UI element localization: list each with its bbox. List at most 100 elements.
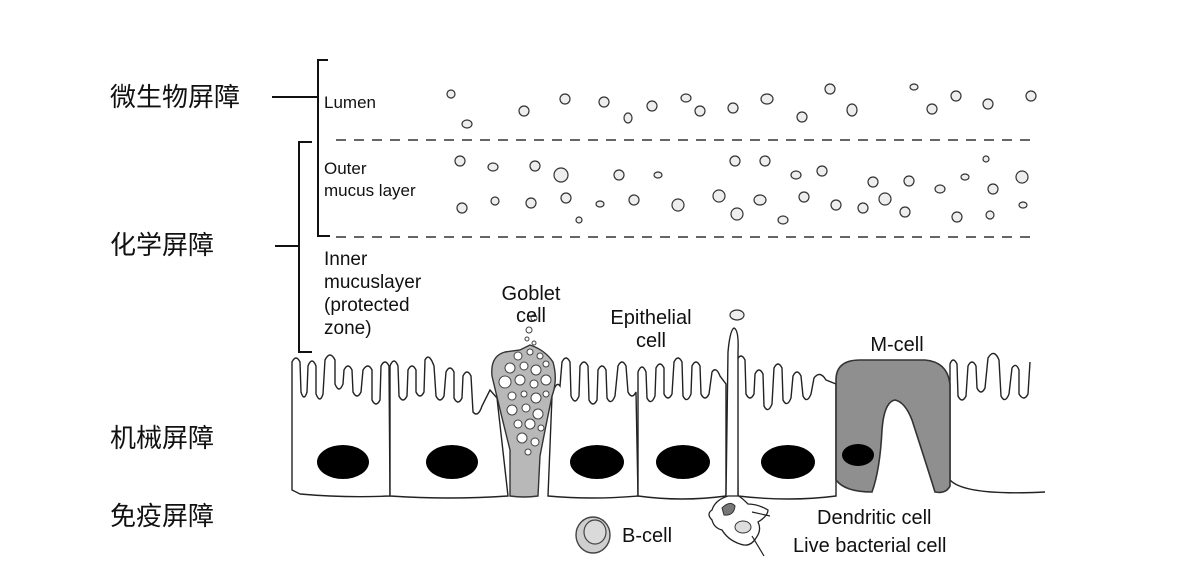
- bacterium-bubble: [878, 192, 892, 206]
- mucus-vesicle: [542, 360, 550, 368]
- live-bacterial-label: Live bacterial cell: [793, 535, 946, 557]
- mucus-vesicle: [530, 392, 542, 404]
- mucus-vesicle: [532, 408, 544, 420]
- bacterium-bubble: [1025, 90, 1037, 102]
- brackets: [272, 59, 330, 353]
- bacterium-bubble: [560, 192, 572, 204]
- epithelial-label-1: Epithelial: [610, 307, 691, 329]
- mucus-vesicle: [506, 404, 518, 416]
- bacterium-bubble: [753, 194, 767, 206]
- zone-label-outer-2: mucus layer: [324, 181, 416, 200]
- bacterium-bubble: [623, 112, 633, 124]
- mucus-vesicle: [514, 374, 526, 386]
- bacterium-bubble: [759, 155, 771, 167]
- bacterium-bubble: [671, 198, 685, 212]
- nucleus-2: [426, 445, 478, 479]
- microbial-bracket: [317, 59, 330, 237]
- bacterium-bubble: [446, 89, 456, 99]
- goblet-label-1: Goblet: [502, 283, 561, 305]
- bacterium-bubble: [487, 162, 499, 172]
- nucleus-1: [317, 445, 369, 479]
- bacterium-bubble: [653, 171, 663, 179]
- bacterium-bubble: [1018, 201, 1028, 209]
- mucus-vesicle: [536, 352, 544, 360]
- mucus-vesicle: [519, 361, 529, 371]
- goblet-label-2: cell: [516, 305, 546, 327]
- bacterium-bubble: [595, 200, 605, 208]
- mucus-vesicle: [524, 336, 530, 342]
- epithelial-label-2: cell: [636, 330, 666, 352]
- mucus-vesicle: [498, 375, 512, 389]
- bacterium-bubble: [456, 202, 468, 214]
- bacterium-bubble: [982, 98, 994, 110]
- bacterium-bubble: [796, 111, 808, 123]
- bacterium-bubble: [628, 194, 640, 206]
- barrier-label-chemical: 化学屏障: [110, 231, 214, 261]
- m-cell-label: M-cell: [870, 334, 923, 356]
- mucus-vesicle: [530, 437, 540, 447]
- bacterium-bubble: [490, 196, 500, 206]
- bacterium-bubble: [575, 216, 583, 224]
- bacterium-bubble: [950, 90, 962, 102]
- bacterium-bubble: [798, 191, 810, 203]
- bacterium-bubble: [461, 119, 473, 129]
- mucus-vesicle: [530, 314, 538, 322]
- bacterium-bubble: [816, 165, 828, 177]
- zone-label-outer-1: Outer: [324, 159, 367, 178]
- zone-label-inner-4: zone): [324, 318, 372, 339]
- mucus-vesicle: [537, 424, 545, 432]
- mucus-vesicle: [516, 432, 528, 444]
- bacterium-bubble: [960, 173, 970, 181]
- bacterium-bubble: [553, 167, 569, 183]
- bacterium-bubble: [613, 169, 625, 181]
- zone-label-lumen: Lumen: [324, 93, 376, 112]
- sampled-bacterium: [729, 309, 745, 321]
- b-cell-label: B-cell: [622, 525, 672, 547]
- dendritic-nucleus: [721, 502, 736, 516]
- bacterium-bubble: [846, 103, 858, 117]
- mucus-vesicle: [521, 403, 531, 413]
- m-cell: [835, 359, 951, 494]
- bacterium-bubble: [518, 105, 530, 117]
- mucus-vesicle: [530, 364, 542, 376]
- bacterium-bubble: [903, 175, 915, 187]
- mucus-vesicle: [520, 390, 528, 398]
- mucus-vesicle: [513, 419, 523, 429]
- bacterium-bubble: [926, 103, 938, 115]
- bacterium-bubble: [525, 197, 537, 209]
- barrier-label-microbial: 微生物屏障: [110, 83, 240, 113]
- dendritic-cell-label: Dendritic cell: [817, 507, 931, 529]
- mucus-vesicle: [524, 448, 532, 456]
- bacterium-bubble: [454, 155, 466, 167]
- bacteria-bubbles: [446, 83, 1037, 225]
- zone-label-inner-3: (protected: [324, 295, 410, 316]
- bacterium-bubble: [790, 170, 802, 180]
- bacterium-bubble: [985, 210, 995, 220]
- mucus-vesicle: [540, 374, 552, 386]
- mucus-vesicle: [507, 391, 517, 401]
- mucus-vesicle: [526, 348, 534, 356]
- mucus-vesicle: [524, 418, 536, 430]
- bacterium-bubble: [729, 155, 741, 167]
- barrier-label-immune: 免疫屏障: [110, 502, 214, 532]
- b-cell-nucleus: [583, 519, 607, 545]
- mucus-vesicle: [513, 351, 523, 361]
- bacterium-bubble: [867, 176, 879, 188]
- bacterium-bubble: [934, 184, 946, 194]
- bacterium-bubble: [951, 211, 963, 223]
- live-bacterial-cell: [734, 520, 752, 534]
- zone-label-inner-1: Inner: [324, 249, 368, 270]
- bacterium-bubble: [1015, 170, 1029, 184]
- bacterium-bubble: [857, 202, 869, 214]
- bacterium-bubble: [559, 93, 571, 105]
- bacterium-bubble: [824, 83, 836, 95]
- bacterium-bubble: [777, 215, 789, 225]
- bacterium-bubble: [830, 199, 842, 211]
- bacterium-bubble: [899, 206, 911, 218]
- mucus-vesicle: [504, 362, 516, 374]
- bacterium-bubble: [646, 100, 658, 112]
- bacterium-bubble: [909, 83, 919, 91]
- barrier-label-mechanical: 机械屏障: [110, 424, 214, 454]
- goblet-vesicles: [498, 314, 552, 456]
